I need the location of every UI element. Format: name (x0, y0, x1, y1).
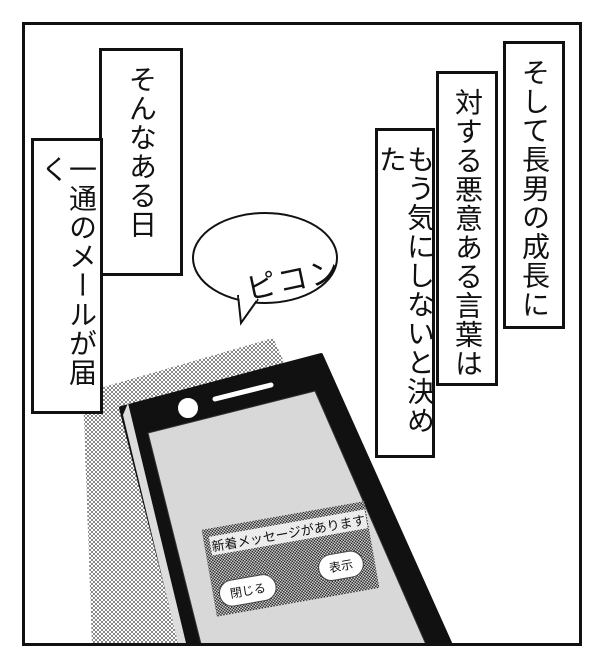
manga-panel: そして長男の成長に 対する悪意ある言葉は もう気にしないと決めた そんなある日 … (22, 22, 582, 646)
caption-box-4: そんなある日 (99, 48, 183, 276)
caption-box-2: 対する悪意ある言葉は (436, 71, 498, 386)
phone-speaker (212, 382, 274, 402)
phone-edge (123, 403, 186, 643)
caption-box-3: もう気にしないと決めた (375, 128, 436, 458)
show-button[interactable]: 表示 (315, 548, 366, 584)
caption-box-5: 一通のメールが届く (31, 138, 103, 414)
phone-camera (176, 396, 200, 420)
speech-bubble (192, 212, 338, 326)
caption-box-1: そして長男の成長に (503, 41, 565, 329)
close-button[interactable]: 閉じる (216, 572, 279, 609)
